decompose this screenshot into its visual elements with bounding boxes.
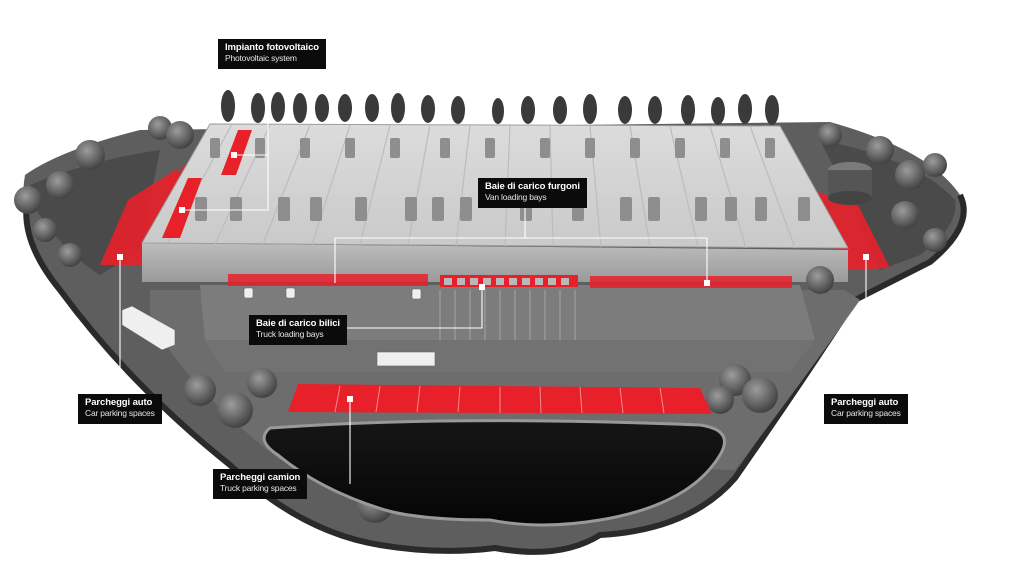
- car-parking-left-label: Parcheggi auto Car parking spaces: [78, 394, 162, 424]
- dock-doors: [444, 278, 569, 285]
- background-trees: [221, 90, 779, 125]
- van-bays-label: Baie di carico furgoni Van loading bays: [478, 178, 587, 208]
- pond: [262, 419, 726, 527]
- car-parking-right-area: [812, 190, 890, 270]
- truck-bays-label-it: Baie di carico bilici: [256, 318, 340, 329]
- yard: [200, 285, 815, 340]
- van-bays-label-it: Baie di carico furgoni: [485, 181, 580, 192]
- photovoltaic-label: Impianto fotovoltaico Photovoltaic syste…: [218, 39, 326, 69]
- leader-lines: [119, 66, 867, 484]
- photovoltaic-label-it: Impianto fotovoltaico: [225, 42, 319, 53]
- truck-parking-label-it: Parcheggi camion: [220, 472, 301, 483]
- car-parking-right-label: Parcheggi auto Car parking spaces: [824, 394, 908, 424]
- photovoltaic-label-en: Photovoltaic system: [225, 52, 297, 63]
- truck-bays-label: Baie di carico bilici Truck loading bays: [249, 315, 347, 345]
- warehouse-wall: [142, 243, 848, 282]
- car-parking-left-label-it: Parcheggi auto: [85, 397, 153, 408]
- truck-bays-label-en: Truck loading bays: [256, 328, 324, 339]
- leader-dots: [117, 152, 869, 402]
- truck-parking-label-en: Truck parking spaces: [220, 482, 297, 493]
- car-parking-right-label-en: Car parking spaces: [831, 407, 901, 418]
- truck-parking-label: Parcheggi camion Truck parking spaces: [213, 469, 308, 499]
- water-tank: [828, 162, 872, 205]
- vehicles: [121, 287, 436, 367]
- van-bays-label-en: Van loading bays: [485, 191, 547, 202]
- yard-lines: [439, 290, 576, 340]
- yard-lower: [205, 340, 815, 372]
- car-parking-left-label-en: Car parking spaces: [85, 407, 155, 418]
- car-parking-right-label-it: Parcheggi auto: [831, 397, 899, 408]
